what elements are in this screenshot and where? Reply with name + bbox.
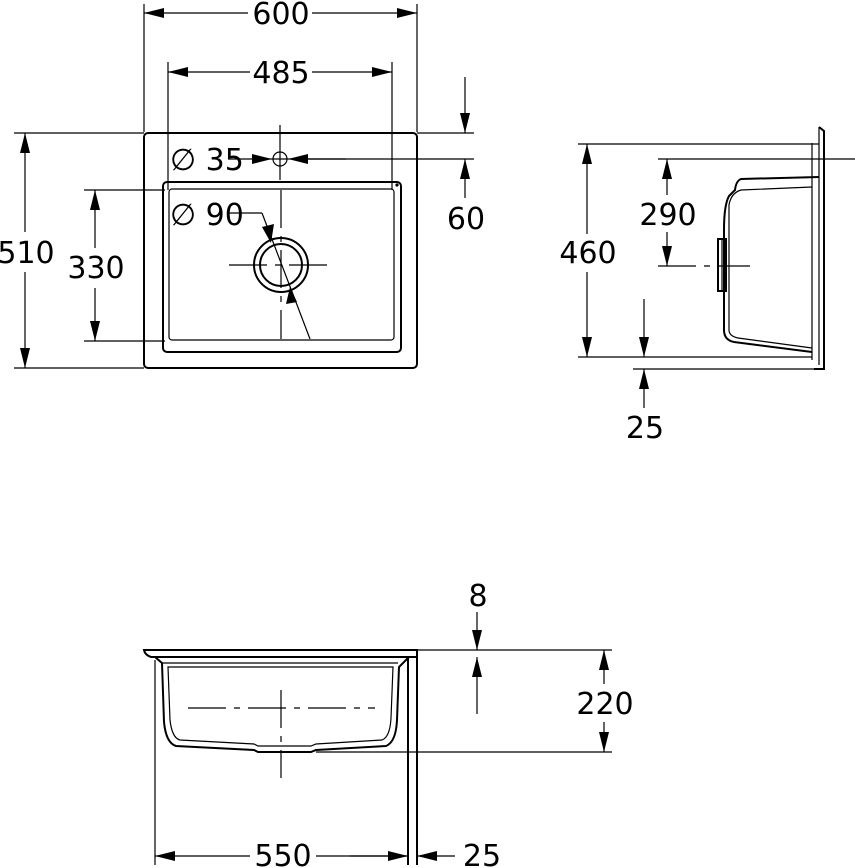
dim-inner-depth: 330: [67, 251, 124, 286]
front-rim: [142, 649, 418, 658]
top-view: 600 485 510 330 60: [0, 0, 485, 369]
dim-inner-width: 485: [252, 56, 309, 91]
front-bowl-outline: [154, 656, 410, 753]
sink-bowl-inner-outline: [168, 188, 395, 341]
dim-bowl-width: 550: [254, 839, 311, 868]
side-bowl-profile: [723, 176, 820, 353]
dim-rim-thickness: 8: [468, 579, 487, 614]
dim-front-flange: 25: [463, 839, 501, 868]
dim-side-height: 460: [559, 236, 616, 271]
side-view: 460 290 25: [559, 126, 855, 446]
dim-side-drain: 290: [639, 198, 696, 233]
dim-tap-offset: 60: [447, 202, 485, 237]
dim-overall-depth: 510: [0, 236, 55, 271]
dim-overall-width: 600: [252, 0, 309, 32]
front-view: 8 220 550 25: [142, 579, 634, 868]
sink-bowl-outline: [162, 181, 402, 353]
dim-side-flange: 25: [626, 411, 664, 446]
dim-tap-hole: ∅ 35: [170, 143, 244, 178]
dim-bowl-depth: 220: [576, 687, 633, 722]
dim-drain-hole: ∅ 90: [170, 198, 244, 233]
